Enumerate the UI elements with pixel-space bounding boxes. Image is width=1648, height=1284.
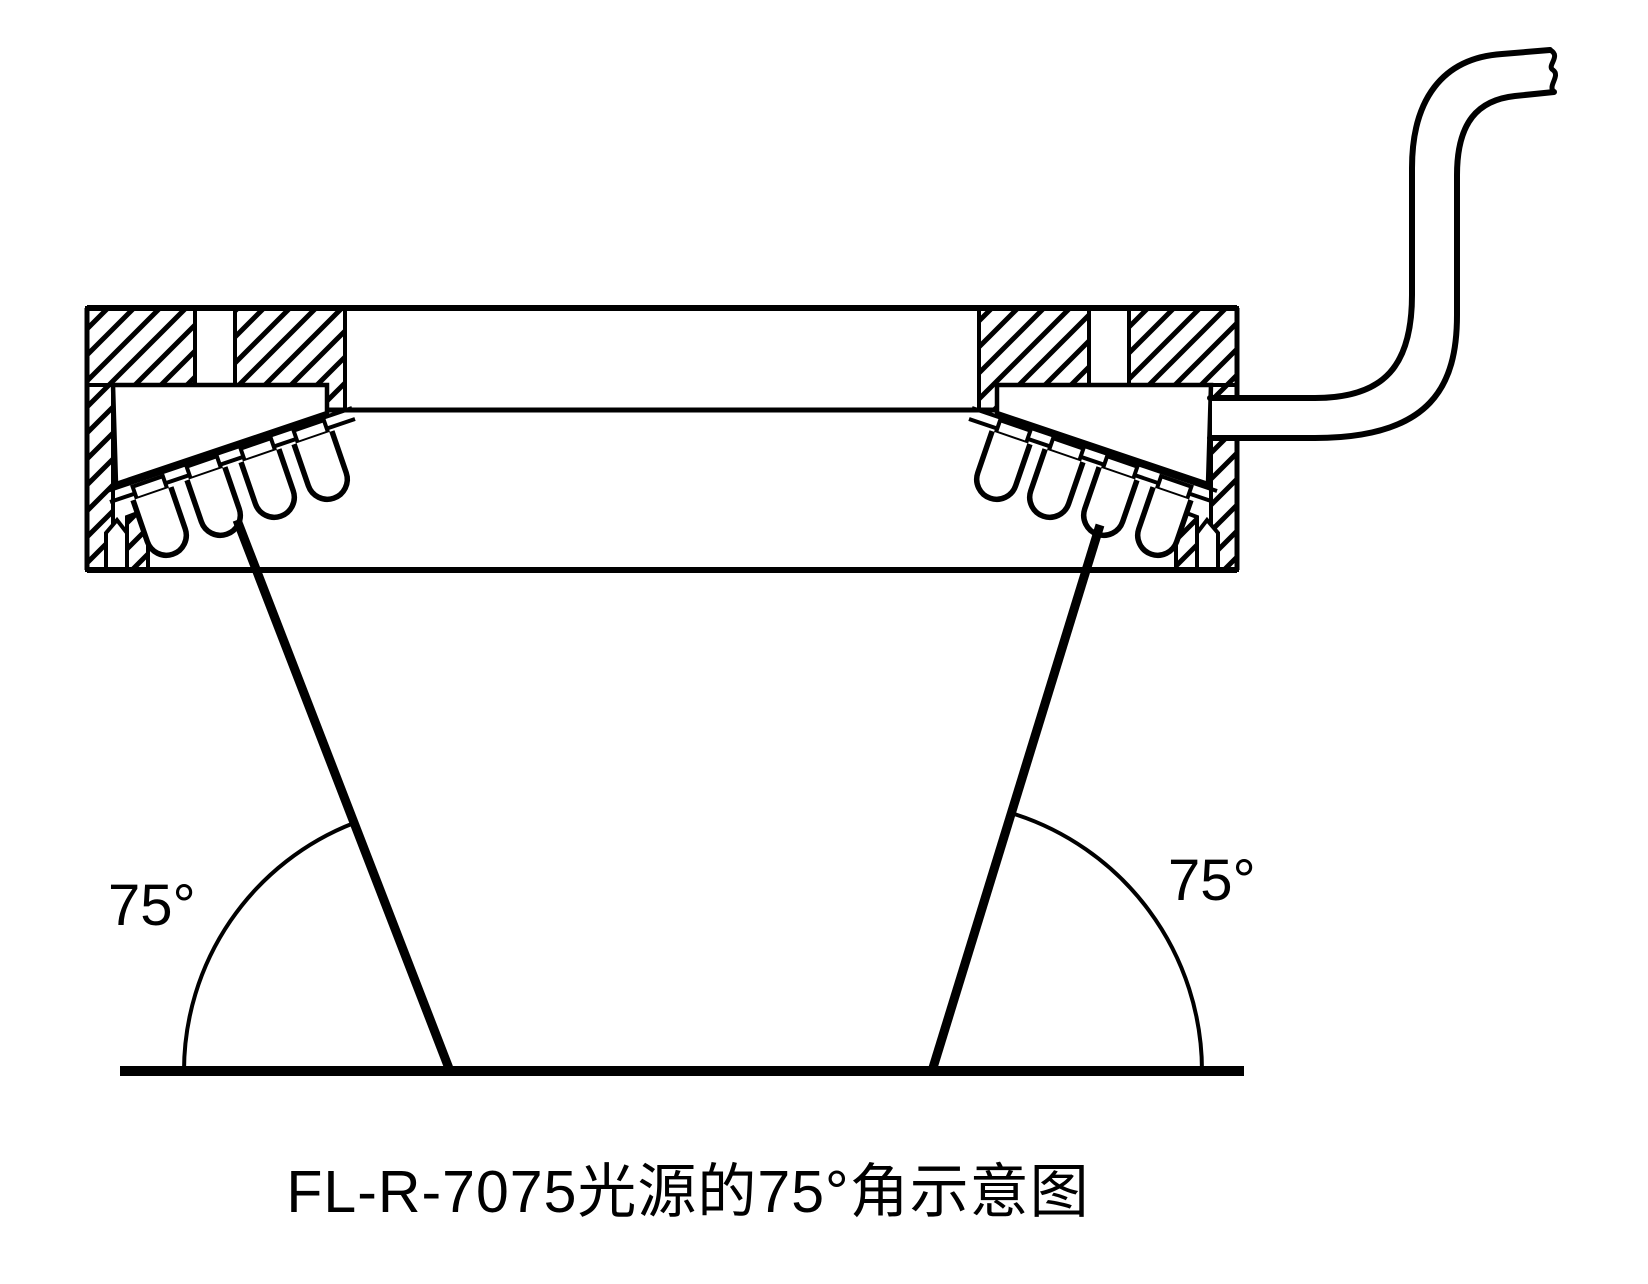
right-screw-slot: [1087, 306, 1131, 387]
light-ray-left: [232, 518, 455, 1073]
led-bulb: [971, 419, 1034, 505]
right-bottom-slot: [1195, 516, 1220, 572]
housing-left-half: [85, 306, 356, 572]
led-bulb: [1024, 437, 1087, 523]
left-bottom-slot: [104, 516, 129, 572]
cable-inner-line: [1207, 89, 1557, 441]
cable-hole: [1212, 401, 1240, 435]
cable-outer-line: [1207, 47, 1553, 401]
angle-arc-right: [1010, 811, 1204, 1072]
diagram-caption: FL-R-7075光源的75°角示意图: [286, 1159, 1089, 1225]
right-led-module: [968, 382, 1218, 561]
angle-arc-left: [182, 821, 355, 1072]
left-led-module: [106, 382, 356, 561]
angle-label-left: 75°: [108, 873, 196, 938]
ring-light-housing: [84, 305, 1240, 573]
power-cable: [1207, 47, 1559, 441]
right-pcb-top-line: [971, 406, 1218, 493]
cable-break-icon: [1547, 47, 1559, 95]
left-pcb-top-line: [106, 406, 353, 493]
led-bulb: [290, 419, 353, 505]
angle-label-right: 75°: [1168, 848, 1256, 913]
left-screw-slot: [193, 306, 237, 387]
right-led-holder: [994, 382, 1214, 488]
left-led-holder: [110, 382, 330, 488]
housing-right-half: [968, 306, 1239, 572]
led-bulb: [1078, 455, 1141, 541]
led-bulb: [237, 437, 300, 523]
light-ray-right: [927, 523, 1105, 1073]
